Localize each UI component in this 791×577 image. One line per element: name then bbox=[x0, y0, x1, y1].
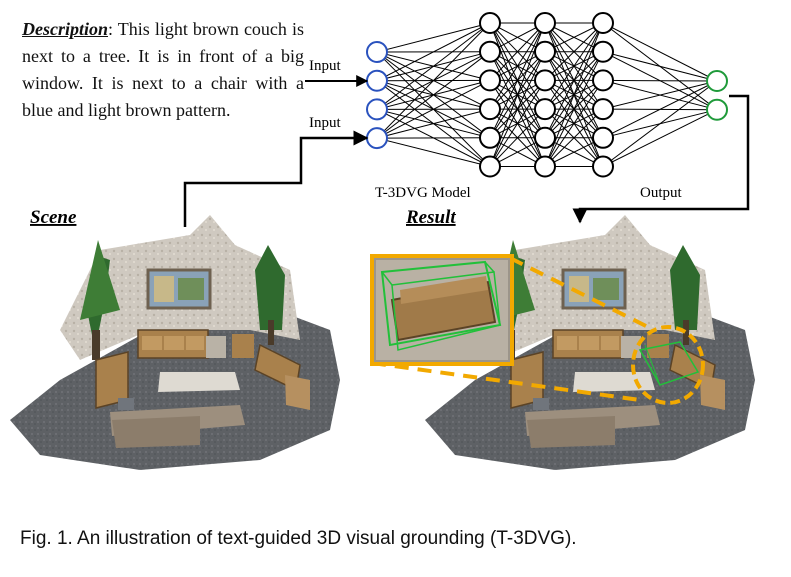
network-edge bbox=[489, 80, 546, 167]
hidden-node bbox=[592, 126, 614, 149]
network-edge bbox=[489, 22, 546, 110]
hidden-node bbox=[534, 40, 556, 63]
model-label: T-3DVG Model bbox=[375, 185, 471, 201]
network-edge bbox=[376, 22, 491, 53]
network-edge bbox=[376, 51, 491, 139]
hidden-node bbox=[479, 12, 501, 34]
result-label: Result bbox=[405, 207, 456, 228]
output-arrow bbox=[572, 94, 750, 224]
hidden-node bbox=[592, 12, 614, 34]
input-arrow-bottom bbox=[183, 130, 369, 227]
hidden-node bbox=[592, 98, 614, 121]
network-edge bbox=[376, 79, 491, 139]
hidden-node bbox=[479, 155, 501, 178]
network-edge bbox=[376, 22, 491, 110]
network-edge bbox=[376, 137, 491, 167]
zoom-connector-top bbox=[509, 256, 651, 330]
hidden-node bbox=[534, 155, 556, 178]
input-node bbox=[366, 41, 388, 63]
input-label-top: Input bbox=[309, 58, 341, 74]
network-edge bbox=[376, 108, 491, 139]
network-edge bbox=[376, 22, 491, 139]
scene-label: Scene bbox=[30, 207, 77, 228]
hidden-node bbox=[479, 69, 501, 92]
description-body: : This light brown couch is next to a tr… bbox=[22, 19, 304, 120]
network-nodes bbox=[366, 12, 728, 178]
hidden-node bbox=[479, 40, 501, 63]
input-node bbox=[366, 98, 388, 121]
network-edge bbox=[602, 80, 718, 139]
zoom-inset bbox=[370, 254, 514, 366]
network-edge bbox=[602, 22, 718, 82]
input-node bbox=[366, 69, 388, 92]
network-edge bbox=[544, 108, 604, 167]
network-edge bbox=[544, 51, 604, 167]
result-bounding-box bbox=[638, 341, 700, 386]
hidden-node bbox=[534, 126, 556, 149]
output-node bbox=[706, 98, 728, 121]
hidden-node bbox=[479, 98, 501, 121]
network-edge bbox=[602, 109, 718, 167]
network-edge bbox=[489, 22, 546, 139]
network-edge bbox=[602, 80, 718, 110]
network-edge bbox=[602, 79, 718, 82]
hidden-node bbox=[534, 12, 556, 34]
input-node bbox=[366, 127, 388, 150]
result-image bbox=[370, 213, 757, 472]
description-lead: Description bbox=[22, 19, 109, 39]
network-edge bbox=[544, 22, 604, 110]
network-edge bbox=[544, 22, 604, 81]
highlight-ellipse bbox=[631, 325, 705, 405]
network-edge bbox=[489, 22, 546, 81]
input-label-bottom: Input bbox=[309, 115, 341, 131]
hidden-node bbox=[479, 126, 501, 149]
network-edge bbox=[489, 108, 546, 167]
output-label: Output bbox=[640, 185, 683, 201]
network-edge bbox=[544, 22, 604, 139]
network-edge bbox=[602, 80, 718, 167]
description-text: Description: This light brown couch is n… bbox=[22, 16, 304, 124]
network-edge bbox=[489, 51, 546, 167]
hidden-node bbox=[592, 40, 614, 63]
hidden-node bbox=[592, 155, 614, 178]
hidden-node bbox=[592, 69, 614, 92]
hidden-node bbox=[534, 98, 556, 121]
output-node bbox=[706, 70, 728, 92]
network-edge bbox=[376, 22, 491, 82]
hidden-node bbox=[534, 69, 556, 92]
scene-image bbox=[8, 213, 342, 472]
figure-caption: Fig. 1. An illustration of text-guided 3… bbox=[20, 528, 577, 549]
network-edge bbox=[602, 51, 718, 82]
network-edge bbox=[544, 80, 604, 167]
